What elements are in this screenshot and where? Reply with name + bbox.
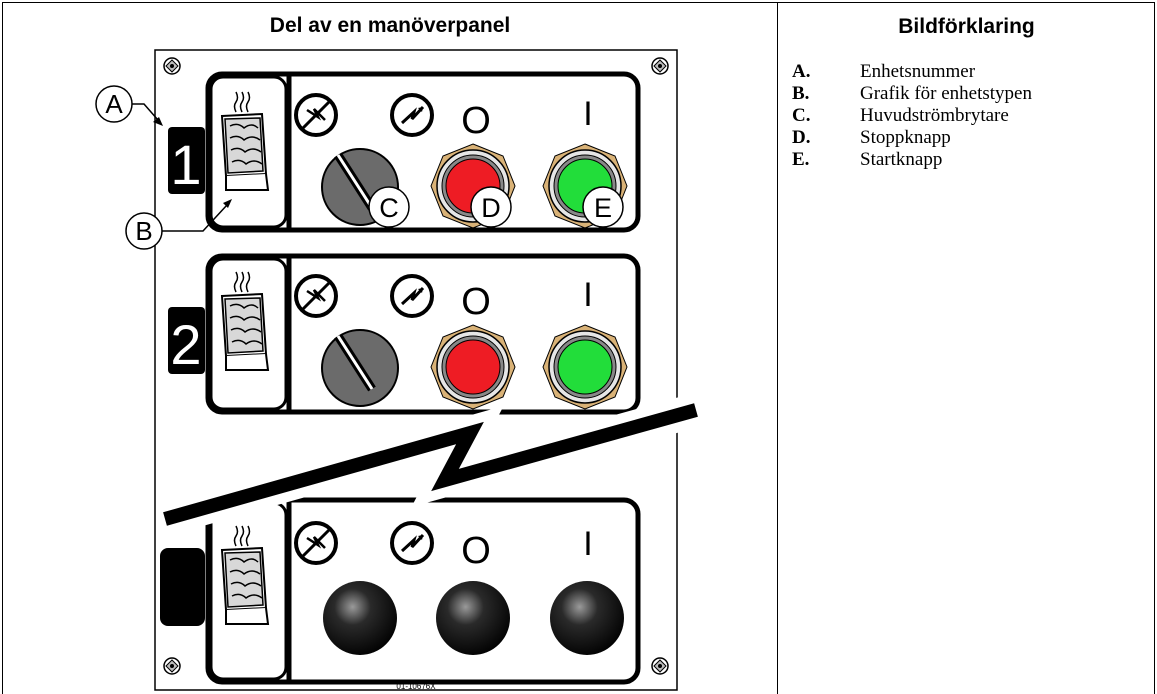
off-symbol: O bbox=[461, 100, 491, 142]
start-button bbox=[542, 324, 628, 410]
screw-icon bbox=[651, 657, 669, 675]
callout-e: E bbox=[582, 186, 624, 228]
power-icon bbox=[390, 93, 434, 137]
legend-label: Huvudströmbrytare bbox=[860, 105, 1009, 126]
legend-item-e: E. Startknapp bbox=[792, 149, 1032, 171]
legend-label: Startknapp bbox=[860, 149, 943, 170]
unit-number-tag bbox=[168, 307, 205, 374]
legend-item-b: B. Grafik för enhetstypen bbox=[792, 83, 1032, 105]
blank-start-knob bbox=[550, 581, 624, 655]
blank-number-tag bbox=[160, 548, 205, 626]
svg-text:D: D bbox=[481, 193, 501, 223]
svg-text:C: C bbox=[379, 193, 399, 223]
power-icon bbox=[390, 274, 434, 318]
control-panel-diagram: O I 1 O I bbox=[95, 49, 698, 691]
no-power-icon bbox=[294, 521, 338, 565]
legend-key: A. bbox=[792, 61, 811, 82]
off-symbol: O bbox=[461, 281, 491, 323]
on-symbol: I bbox=[583, 276, 592, 314]
on-symbol: I bbox=[583, 525, 592, 563]
blank-unit-module: O I bbox=[160, 497, 641, 685]
panel-title: Del av en manöverpanel bbox=[269, 14, 511, 37]
unit-number: 2 bbox=[170, 313, 201, 376]
legend-key: B. bbox=[792, 83, 810, 104]
no-power-icon bbox=[294, 93, 338, 137]
break-line bbox=[163, 403, 698, 526]
blank-switch-knob bbox=[323, 581, 397, 655]
stop-button bbox=[430, 324, 516, 410]
callout-b: B bbox=[125, 199, 232, 250]
screw-icon bbox=[651, 57, 669, 75]
callout-c: C bbox=[368, 186, 410, 228]
svg-text:E: E bbox=[594, 193, 612, 223]
unit-number: 1 bbox=[170, 133, 201, 196]
legend-item-c: C. Huvudströmbrytare bbox=[792, 105, 1032, 127]
legend-key: C. bbox=[792, 105, 811, 126]
on-symbol: I bbox=[583, 95, 592, 133]
power-icon bbox=[390, 521, 434, 565]
callout-d: D bbox=[470, 186, 512, 228]
legend-key: D. bbox=[792, 127, 811, 148]
legend-key: E. bbox=[792, 149, 810, 170]
legend-label: Grafik för enhetstypen bbox=[860, 83, 1032, 104]
legend-item-a: A. Enhetsnummer bbox=[792, 61, 1032, 83]
column-divider bbox=[777, 2, 778, 694]
unit-number-tag bbox=[168, 127, 205, 194]
legend-label: Stoppknapp bbox=[860, 127, 951, 148]
legend-list: A. Enhetsnummer B. Grafik för enhetstype… bbox=[792, 61, 1032, 171]
screw-icon bbox=[163, 57, 181, 75]
unit-2-module: O I 2 bbox=[168, 253, 641, 415]
callout-a: A bbox=[95, 85, 163, 126]
legend-item-d: D. Stoppknapp bbox=[792, 127, 1032, 149]
off-symbol: O bbox=[461, 530, 491, 572]
blank-stop-knob bbox=[436, 581, 510, 655]
legend-title: Bildförklaring bbox=[898, 15, 1035, 38]
part-number: 01-10676X bbox=[396, 682, 436, 691]
screw-icon bbox=[163, 657, 181, 675]
svg-text:A: A bbox=[105, 89, 123, 119]
no-power-icon bbox=[294, 274, 338, 318]
svg-text:B: B bbox=[135, 216, 152, 246]
unit-1-module: O I 1 bbox=[168, 71, 641, 233]
legend-label: Enhetsnummer bbox=[860, 61, 976, 82]
